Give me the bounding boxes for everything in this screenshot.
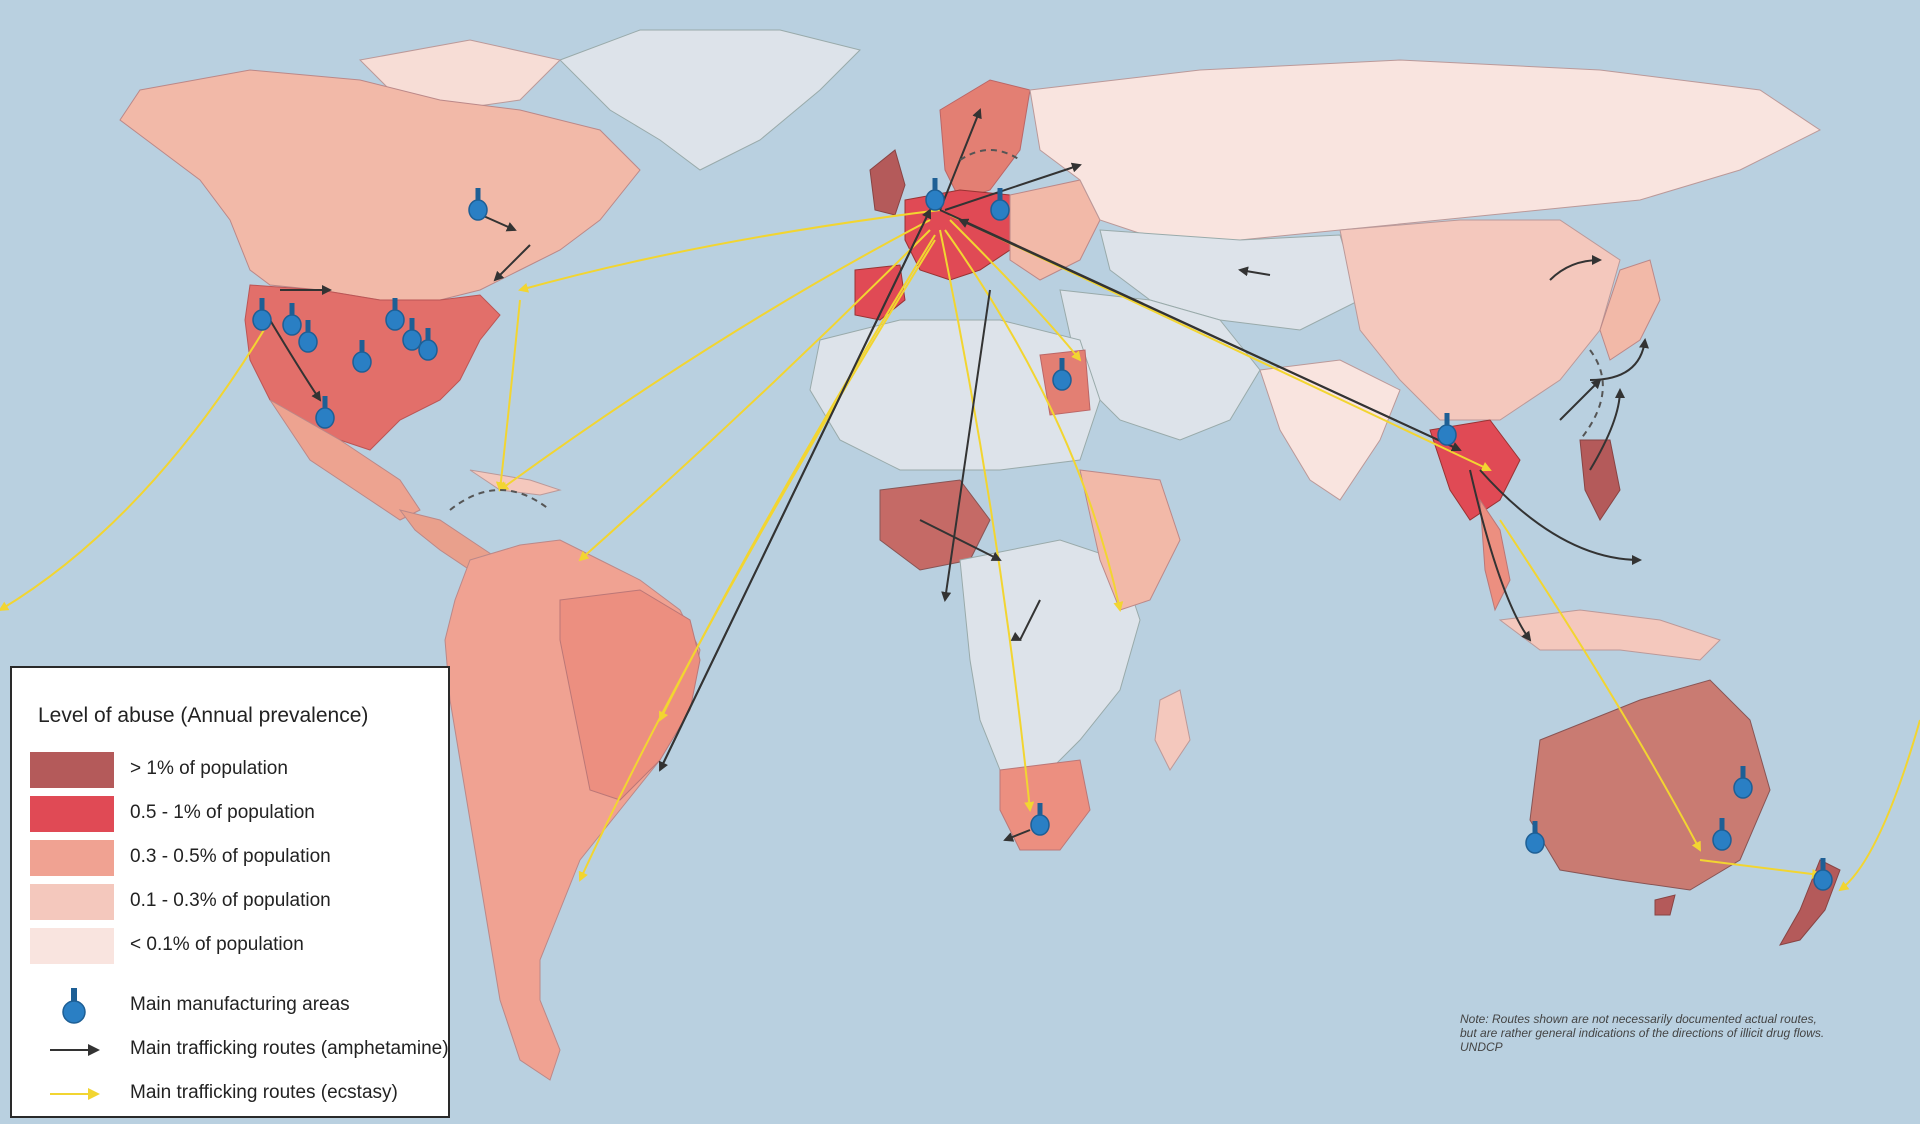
amphetamine-route <box>1479 469 1642 565</box>
ecstasy-route <box>944 229 1124 612</box>
amphetamine-route <box>1549 255 1602 281</box>
landmass-russia <box>1029 59 1821 241</box>
legend-label: Main trafficking routes (amphetamine) <box>130 1038 449 1059</box>
note-line: UNDCP <box>1460 1040 1503 1054</box>
flask-icon <box>62 988 86 1024</box>
amphetamine-route <box>1020 599 1041 640</box>
amphetamine-route <box>944 162 1082 211</box>
landmass-uk <box>869 149 906 216</box>
landmass-indonesia <box>1498 609 1721 661</box>
ecstasy-route <box>495 299 521 492</box>
ecstasy-route <box>578 229 931 562</box>
legend-swatch <box>30 752 114 788</box>
landmass-tasmania <box>1654 894 1676 916</box>
landmass-mexico <box>269 399 421 521</box>
ecstasy-route <box>1838 719 1920 892</box>
dashed-arc-asia <box>1579 349 1604 441</box>
landmass-china <box>1339 219 1621 421</box>
legend-row-level-3: 0.3 - 0.5% of population <box>30 838 440 878</box>
landmass-scandinavia <box>939 79 1031 201</box>
legend-label: Main trafficking routes (ecstasy) <box>130 1082 398 1103</box>
landmass-southern-africa <box>999 759 1091 851</box>
landmass-caribbean <box>469 469 562 496</box>
landmass-brazil <box>559 589 701 801</box>
map-note: Note: Routes shown are not necessarily d… <box>1460 1012 1900 1054</box>
amphetamine-route <box>1469 469 1532 642</box>
legend-swatch <box>30 796 114 832</box>
ecstasy-route <box>578 239 936 882</box>
legend-swatch <box>30 840 114 876</box>
landmass-philippines <box>1579 439 1621 521</box>
arrow-icon <box>50 1088 100 1100</box>
legend-row-ecstasy: Main trafficking routes (ecstasy) <box>30 1074 440 1114</box>
ecstasy-route <box>0 319 271 612</box>
dashed-arc-baltic <box>959 149 1021 161</box>
amphetamine-route <box>941 289 991 602</box>
amphetamine-routes <box>269 108 1649 842</box>
legend-label: Main manufacturing areas <box>130 994 350 1015</box>
landmass-east-africa <box>1079 469 1181 611</box>
ecstasy-route <box>498 219 931 492</box>
dashed-arc-caribbean <box>449 489 551 511</box>
ecstasy-route <box>939 229 1035 812</box>
amphetamine-route <box>269 319 322 402</box>
legend-swatch <box>30 884 114 920</box>
amphetamine-route <box>493 244 531 282</box>
legend-swatch <box>30 928 114 964</box>
legend-label: > 1% of population <box>130 758 288 779</box>
landmass-central-asia <box>1099 229 1361 331</box>
note-line: but are rather general indications of th… <box>1460 1026 1825 1040</box>
legend-row-level-1: > 1% of population <box>30 750 440 790</box>
dashed-arcs <box>449 149 1604 511</box>
landmass-greenland <box>559 29 861 171</box>
legend-row-amphetamine: Main trafficking routes (amphetamine) <box>30 1030 449 1070</box>
ecstasy-route <box>949 219 1082 362</box>
amphetamine-route <box>659 208 932 771</box>
ecstasy-route <box>518 209 941 293</box>
amphetamine-route <box>958 218 1461 451</box>
landmass-india <box>1259 359 1401 501</box>
ecstasy-route <box>1499 519 1701 852</box>
note-line: Note: Routes shown are not necessarily d… <box>1460 1012 1817 1026</box>
landmass-australia <box>1529 679 1771 891</box>
legend-label: 0.5 - 1% of population <box>130 802 315 823</box>
legend-row-level-5: < 0.1% of population <box>30 926 440 966</box>
arrow-icon <box>50 1044 100 1056</box>
legend-label: 0.3 - 0.5% of population <box>130 846 331 867</box>
landmass-north-africa <box>809 319 1101 471</box>
amphetamine-route <box>1589 338 1649 381</box>
amphetamine-route <box>1003 829 1031 842</box>
ecstasy-route <box>1699 859 1822 879</box>
legend-title: Level of abuse (Annual prevalence) <box>38 704 369 727</box>
legend-label: < 0.1% of population <box>130 934 304 955</box>
amphetamine-route <box>1589 388 1625 471</box>
amphetamine-route <box>919 519 1002 561</box>
legend-row-level-4: 0.1 - 0.3% of population <box>30 882 440 922</box>
amphetamine-route <box>1238 266 1271 277</box>
amphetamine-route <box>1559 378 1602 421</box>
landmass-canada <box>119 69 641 301</box>
map-legend: Level of abuse (Annual prevalence) > 1% … <box>10 666 450 1118</box>
legend-label: 0.1 - 0.3% of population <box>130 890 331 911</box>
legend-row-manufacturing: Main manufacturing areas <box>30 986 440 1026</box>
landmass-madagascar <box>1154 689 1191 771</box>
legend-row-level-2: 0.5 - 1% of population <box>30 794 440 834</box>
